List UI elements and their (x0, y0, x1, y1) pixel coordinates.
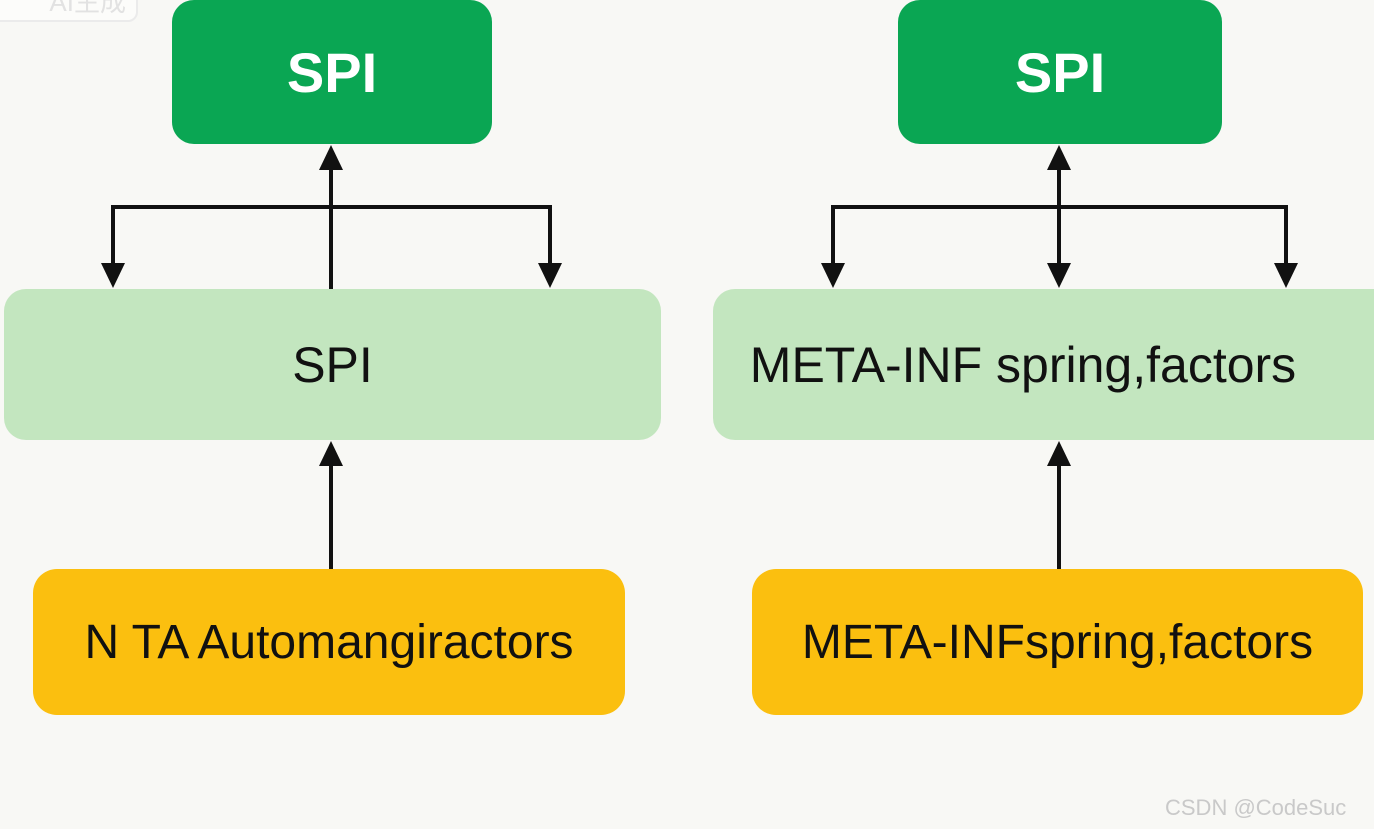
left-bottom-label: N TA Automangiractors (84, 615, 574, 669)
left-lower-up-arrowhead (319, 441, 343, 466)
right-up-arrowhead (1047, 145, 1071, 170)
left-top-spi-box: SPI (172, 0, 492, 144)
left-branch-line (111, 205, 552, 267)
left-bottom-box: N TA Automangiractors (33, 569, 625, 715)
right-top-spi-box: SPI (898, 0, 1222, 144)
right-bottom-box: META-INFspring,factors (752, 569, 1363, 715)
right-bottom-label: META-INFspring,factors (801, 615, 1314, 669)
csdn-credit-watermark: CSDN @CodeSuc (1165, 795, 1347, 820)
left-top-label: SPI (286, 40, 378, 104)
right-down-arrowhead-right (1274, 263, 1298, 288)
left-up-arrowhead (319, 145, 343, 170)
left-middle-label: SPI (292, 336, 373, 393)
right-middle-box: META-INF spring,factors (713, 289, 1374, 440)
right-branch-line (831, 205, 1288, 267)
right-lower-up-arrowhead (1047, 441, 1071, 466)
left-down-arrowhead-right (538, 263, 562, 288)
right-top-label: SPI (1014, 40, 1106, 104)
left-down-arrowhead-left (101, 263, 125, 288)
ai-generated-watermark: AI生成 (0, 0, 138, 22)
right-middle-label: META-INF spring,factors (749, 336, 1297, 393)
right-down-arrowhead-left (821, 263, 845, 288)
right-down-arrowhead-center (1047, 263, 1071, 288)
left-middle-spi-box: SPI (4, 289, 661, 440)
